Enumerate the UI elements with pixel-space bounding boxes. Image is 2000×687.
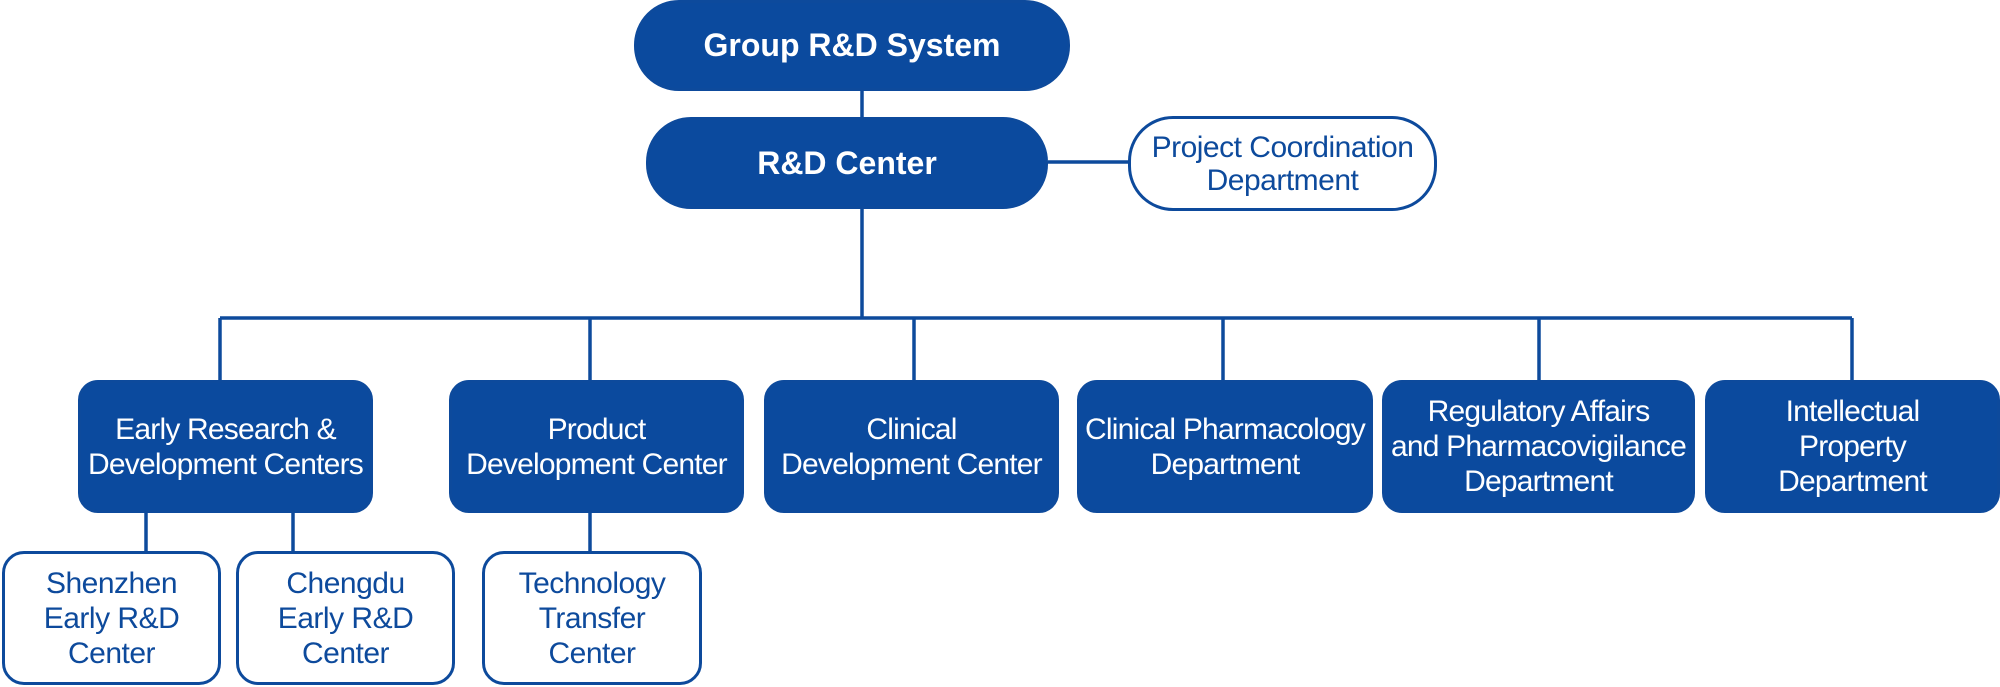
dept-regulatory-affairs-node: Regulatory Affairs and Pharmacovigilance…: [1382, 380, 1695, 513]
project-coordination-node: Project Coordination Department: [1128, 116, 1437, 211]
dept-clinical-pharmacology-node: Clinical Pharmacology Department: [1077, 380, 1373, 513]
group-rd-system-node: Group R&D System: [634, 0, 1070, 91]
sub-shenzhen-early-rd-node: Shenzhen Early R&D Center: [2, 551, 221, 685]
dept-product-development-node: Product Development Center: [449, 380, 744, 513]
rd-center-node: R&D Center: [646, 117, 1048, 209]
dept-intellectual-property-node: Intellectual Property Department: [1705, 380, 2000, 513]
sub-chengdu-early-rd-node: Chengdu Early R&D Center: [236, 551, 455, 685]
dept-clinical-development-node: Clinical Development Center: [764, 380, 1059, 513]
sub-technology-transfer-node: Technology Transfer Center: [482, 551, 702, 685]
dept-early-research-node: Early Research & Development Centers: [78, 380, 373, 513]
